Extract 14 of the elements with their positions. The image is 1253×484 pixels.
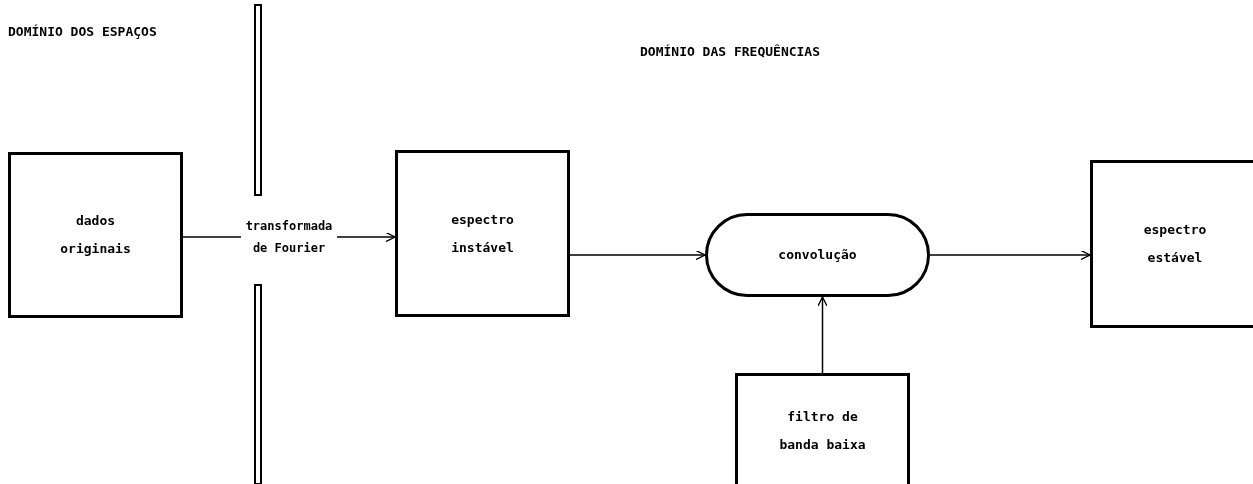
domain-heading: DOMÍNIO DAS FREQUÊNCIAS	[640, 44, 820, 59]
node-text: dados originais	[59, 212, 132, 258]
arrow	[929, 249, 1091, 261]
arrow	[569, 249, 706, 261]
process-box	[1090, 160, 1253, 328]
node-text: espectro estável	[1142, 221, 1208, 267]
node-text: convolução	[777, 246, 858, 264]
process-box	[395, 150, 570, 317]
process-box	[8, 152, 183, 318]
arrow	[817, 296, 828, 374]
domain-heading: DOMÍNIO DOS ESPAÇOS	[8, 24, 157, 39]
process-box	[735, 373, 910, 484]
node-text: filtro de banda baixa	[778, 407, 867, 454]
node-text: espectro instável	[450, 210, 515, 257]
